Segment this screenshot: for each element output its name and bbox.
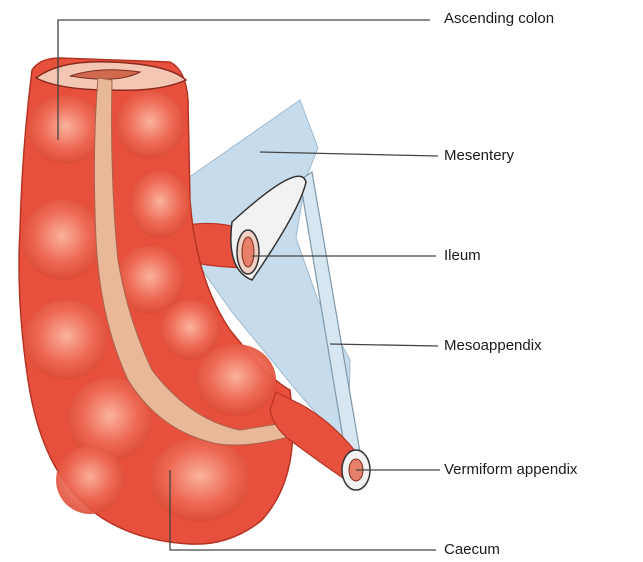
label-caecum: Caecum xyxy=(444,541,500,559)
label-mesentery: Mesentery xyxy=(444,147,514,165)
leader-mesoappendix xyxy=(330,344,438,346)
label-ileum: Ileum xyxy=(444,247,481,265)
label-ascending-colon: Ascending colon xyxy=(444,10,554,28)
label-mesoappendix: Mesoappendix xyxy=(444,337,542,355)
label-vermiform-appendix: Vermiform appendix xyxy=(444,461,577,479)
